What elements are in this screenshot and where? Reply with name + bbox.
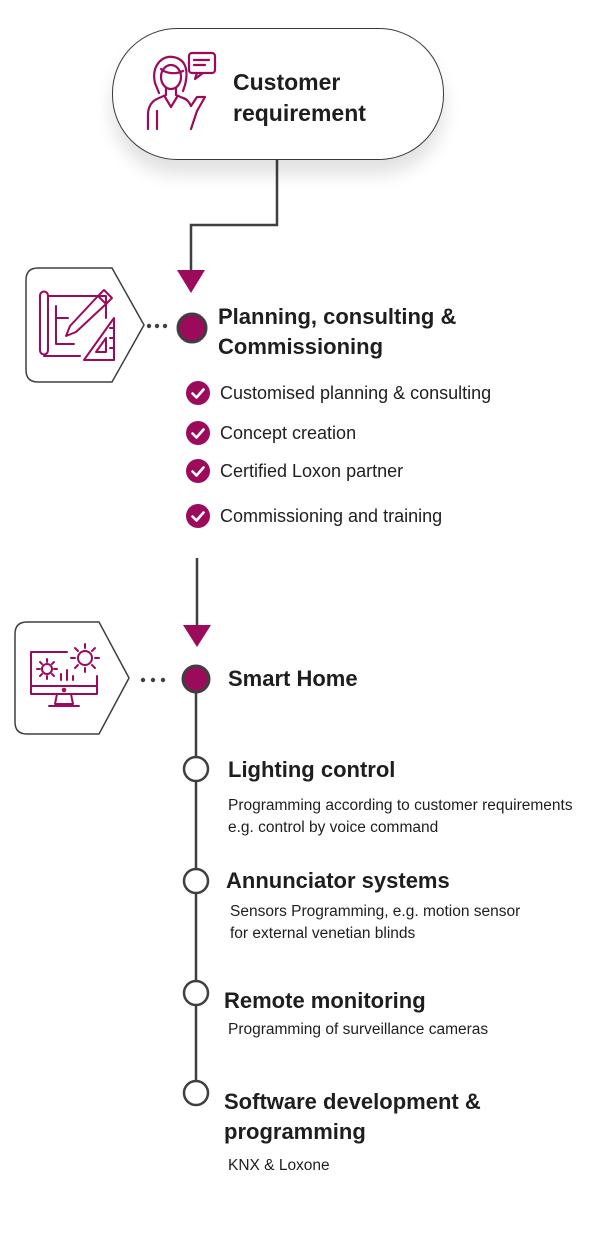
- step-title-remote: Remote monitoring: [224, 988, 426, 1013]
- step-desc-annunciator: Sensors Programming, e.g. motion sensor …: [230, 903, 521, 942]
- planning-node: [176, 312, 208, 344]
- planning-icon-card: [24, 266, 146, 384]
- check-circle-icon: [186, 459, 210, 483]
- check-circle-icon: [186, 504, 210, 528]
- dotted-leader: [146, 323, 168, 329]
- smart-home-node: [181, 664, 211, 694]
- customer-requirement-title: Customer requirement: [233, 69, 366, 126]
- checklist-item: Commissioning and training: [186, 503, 442, 529]
- checklist-item-label: Concept creation: [220, 422, 357, 443]
- checklist-item-label: Commissioning and training: [220, 505, 443, 526]
- step-desc-remote: Programming of surveillance cameras: [228, 1021, 489, 1038]
- monitor-gears-icon: [27, 642, 109, 714]
- step-node: [182, 1079, 210, 1107]
- arrow-down-icon: [183, 625, 211, 647]
- planning-heading: Planning, consulting & Commissioning: [218, 304, 457, 359]
- checklist-item-label: Certified Loxon partner: [220, 460, 404, 481]
- step-title-lighting: Lighting control: [228, 757, 396, 782]
- customer-with-speech-bubble-icon: [141, 51, 223, 140]
- checklist-item: Customised planning & consulting: [186, 380, 491, 406]
- step-desc-software: KNX & Loxone: [228, 1157, 330, 1174]
- step-node: [182, 755, 210, 783]
- smart-home-heading: Smart Home: [228, 666, 358, 691]
- step-node: [182, 979, 210, 1007]
- step-node: [182, 867, 210, 895]
- dotted-leader: [140, 677, 166, 683]
- blueprint-pencil-ruler-icon: [34, 288, 126, 366]
- smart-home-icon-card: [13, 620, 131, 736]
- arrow-down-icon: [177, 270, 205, 293]
- customer-requirement-pill: Customer requirement: [112, 28, 444, 160]
- checklist-item: Certified Loxon partner: [186, 458, 403, 484]
- checklist-item-label: Customised planning & consulting: [220, 382, 492, 403]
- step-title-software: Software development & programming: [224, 1089, 481, 1144]
- checklist-item: Concept creation: [186, 420, 356, 446]
- check-circle-icon: [186, 381, 210, 405]
- check-circle-icon: [186, 421, 210, 445]
- step-desc-lighting: Programming according to customer requir…: [228, 797, 573, 836]
- connector-top: [189, 158, 279, 272]
- step-title-annunciator: Annunciator systems: [226, 868, 450, 893]
